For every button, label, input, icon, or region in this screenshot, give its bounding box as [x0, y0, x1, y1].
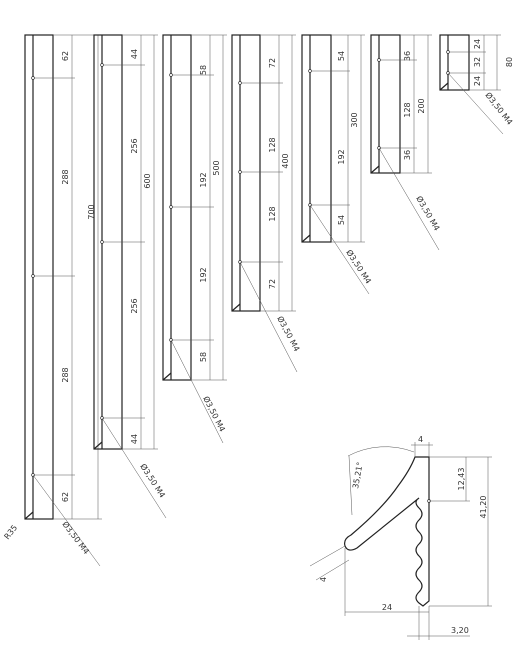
dim-segment-3: 24 [473, 76, 482, 86]
dim-segment-3: 36 [403, 150, 412, 160]
dim-segment-4: 58 [199, 352, 208, 362]
profile-700: 62 288 288 62 700 Ø3,50 M4 R35 [2, 34, 102, 567]
hole-callout: Ø3,50 M4 [60, 519, 91, 556]
dim-segment-2: 32 [473, 57, 482, 67]
dim-total-length: 300 [350, 112, 359, 127]
dim-top-thickness: 4 [418, 435, 423, 444]
hole-callout: Ø3,50 M4 [201, 394, 227, 433]
profile-80-outline [439, 34, 470, 91]
dim-segment-3: 256 [130, 298, 139, 313]
dim-segment-1: 44 [130, 49, 139, 59]
hole-marker [100, 63, 104, 67]
profile-200-outline [370, 34, 401, 174]
dim-total-length: 80 [505, 57, 514, 67]
dim-width: 24 [382, 603, 392, 612]
hole-marker [169, 205, 173, 209]
corner-radius-callout: R35 [2, 523, 19, 541]
profile-700-outline [24, 34, 54, 520]
dim-total-length: 700 [87, 204, 96, 219]
hole-marker [31, 274, 35, 278]
profile-80: 24 32 24 80 Ø3,50 M4 [439, 34, 515, 135]
dim-segment-2: 192 [337, 149, 346, 164]
dim-angle: 35,21° [351, 461, 365, 489]
profile-600: 44 256 256 44 600 Ø3,50 M4 [93, 34, 168, 519]
hole-marker [377, 58, 381, 62]
profile-400-outline [231, 34, 261, 312]
dim-total-length: 500 [212, 160, 221, 175]
profile-500-outline [162, 34, 192, 381]
hole-marker [169, 73, 173, 77]
dim-segment-1: 58 [199, 65, 208, 75]
dim-segment-1: 72 [268, 58, 277, 68]
hole-marker [238, 81, 242, 85]
dim-segment-1: 62 [61, 51, 70, 61]
dim-tip-thickness: 4 [319, 577, 328, 582]
hole-callout: Ø3,50 M4 [414, 194, 442, 232]
cross-section-detail: 4 35,21° 4 12,43 41,20 24 3,20 [309, 435, 492, 640]
dim-segment-2: 256 [130, 138, 139, 153]
hole-marker [238, 170, 242, 174]
dim-segment-3: 192 [199, 267, 208, 282]
dim-segment-2: 128 [403, 102, 412, 117]
dim-segment-3: 128 [268, 206, 277, 221]
dim-segment-1: 24 [473, 39, 482, 49]
hole-marker [446, 50, 450, 54]
dim-segment-4: 72 [268, 279, 277, 289]
dim-segment-3: 54 [337, 215, 346, 225]
hole-marker [100, 240, 104, 244]
dim-segment-2: 128 [268, 137, 277, 152]
hole-marker [31, 76, 35, 80]
dim-segment-3: 288 [61, 367, 70, 382]
dim-segment-1: 36 [403, 51, 412, 61]
dim-segment-2: 288 [61, 169, 70, 184]
profile-400: 72 128 128 72 400 Ø3,50 M4 [231, 34, 302, 373]
hole-callout: Ø3,50 M4 [138, 462, 167, 500]
dim-segment-1: 54 [337, 51, 346, 61]
profile-300-outline [301, 34, 332, 243]
dim-segment-4: 62 [61, 492, 70, 502]
dim-wall: 3,20 [451, 626, 469, 635]
dim-total-length: 400 [281, 153, 290, 168]
profile-200: 36 128 36 200 Ø3,50 M4 [370, 34, 442, 251]
dim-hole-offset: 12,43 [457, 468, 466, 491]
profile-300: 54 192 54 300 Ø3,50 M4 [301, 34, 374, 295]
hole-callout: Ø3,50 M4 [483, 90, 515, 127]
hole-marker [308, 69, 312, 73]
dim-height: 41,20 [479, 496, 488, 519]
profile-500: 58 192 192 58 500 Ø3,50 M4 [162, 34, 228, 444]
hole-callout: Ø3,50 M4 [275, 314, 302, 353]
section-outline [344, 456, 430, 607]
dim-segment-4: 44 [130, 434, 139, 444]
dim-total-length: 200 [417, 98, 426, 113]
hole-callout: Ø3,50 M4 [344, 248, 373, 286]
dim-segment-2: 192 [199, 172, 208, 187]
dim-total-length: 600 [143, 173, 152, 188]
